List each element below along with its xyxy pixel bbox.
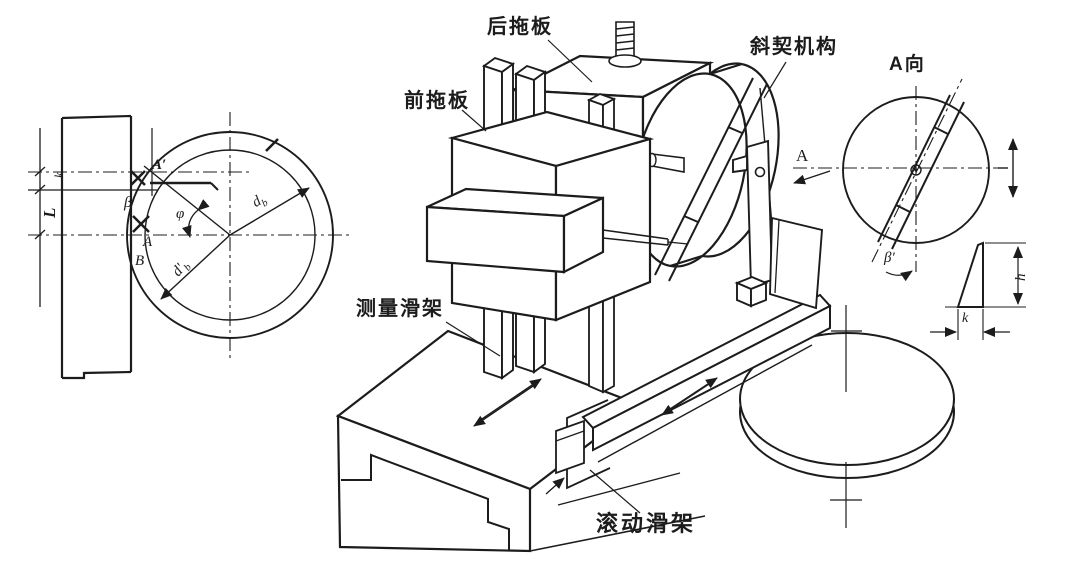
- tip-circle: [126, 131, 334, 339]
- measuring-slide-label: 测量滑架: [356, 298, 444, 320]
- radius-line: [143, 165, 231, 236]
- phi-arc: [181, 199, 210, 238]
- contact-marks: [130, 170, 150, 233]
- beta-prime-arc: [885, 270, 913, 282]
- base-circle: [144, 149, 316, 321]
- dim-k-wedge-label: k: [962, 311, 969, 326]
- phi-label: φ: [176, 206, 185, 222]
- rolling-slide-block: [545, 399, 611, 495]
- machine-drawing: [335, 21, 955, 553]
- pivot-hole: [754, 166, 766, 178]
- slanted-slot: [877, 94, 965, 250]
- wedge-shape: [956, 241, 984, 308]
- beta-label: β: [124, 194, 132, 211]
- adjusting-screw: [608, 21, 642, 68]
- dim-l-label: L: [40, 207, 59, 218]
- view-a-circle: [842, 96, 990, 244]
- db-line: [229, 187, 310, 236]
- measuring-head: [425, 187, 689, 274]
- point-b-label: B: [135, 253, 145, 269]
- wedge-detail: [930, 241, 1026, 340]
- view-direction-arrow: [793, 170, 831, 185]
- rear-plate-label: 后拖板: [487, 16, 553, 38]
- front-plate-label: 前拖板: [404, 90, 470, 112]
- view-a-arrow-label: A: [796, 146, 809, 165]
- dim-h-label: h: [1013, 273, 1029, 282]
- bed-notch: [341, 453, 510, 550]
- beta-prime-label: β′: [884, 250, 895, 266]
- point-a-label: A: [143, 234, 153, 250]
- stand: [769, 216, 824, 310]
- leader-lines: [445, 39, 787, 514]
- db-prime-line: [160, 234, 231, 300]
- dim-k-label: k: [51, 172, 66, 178]
- disc-support: [732, 139, 824, 310]
- motion-arrows: [473, 377, 718, 427]
- view-a-diagram: [793, 78, 1018, 282]
- point-a-prime-label: A′: [152, 157, 167, 173]
- base-circle-schematic: [28, 112, 350, 380]
- vertical-motion-arrow: [998, 138, 1018, 198]
- kl-dimension: [34, 128, 46, 307]
- measuring-bar: [60, 114, 133, 380]
- rotary-table: [739, 305, 955, 528]
- rolling-slide-label: 滚动滑架: [596, 511, 697, 536]
- view-a-title: A向: [889, 54, 926, 75]
- wedge-mechanism-label: 斜契机构: [750, 36, 838, 58]
